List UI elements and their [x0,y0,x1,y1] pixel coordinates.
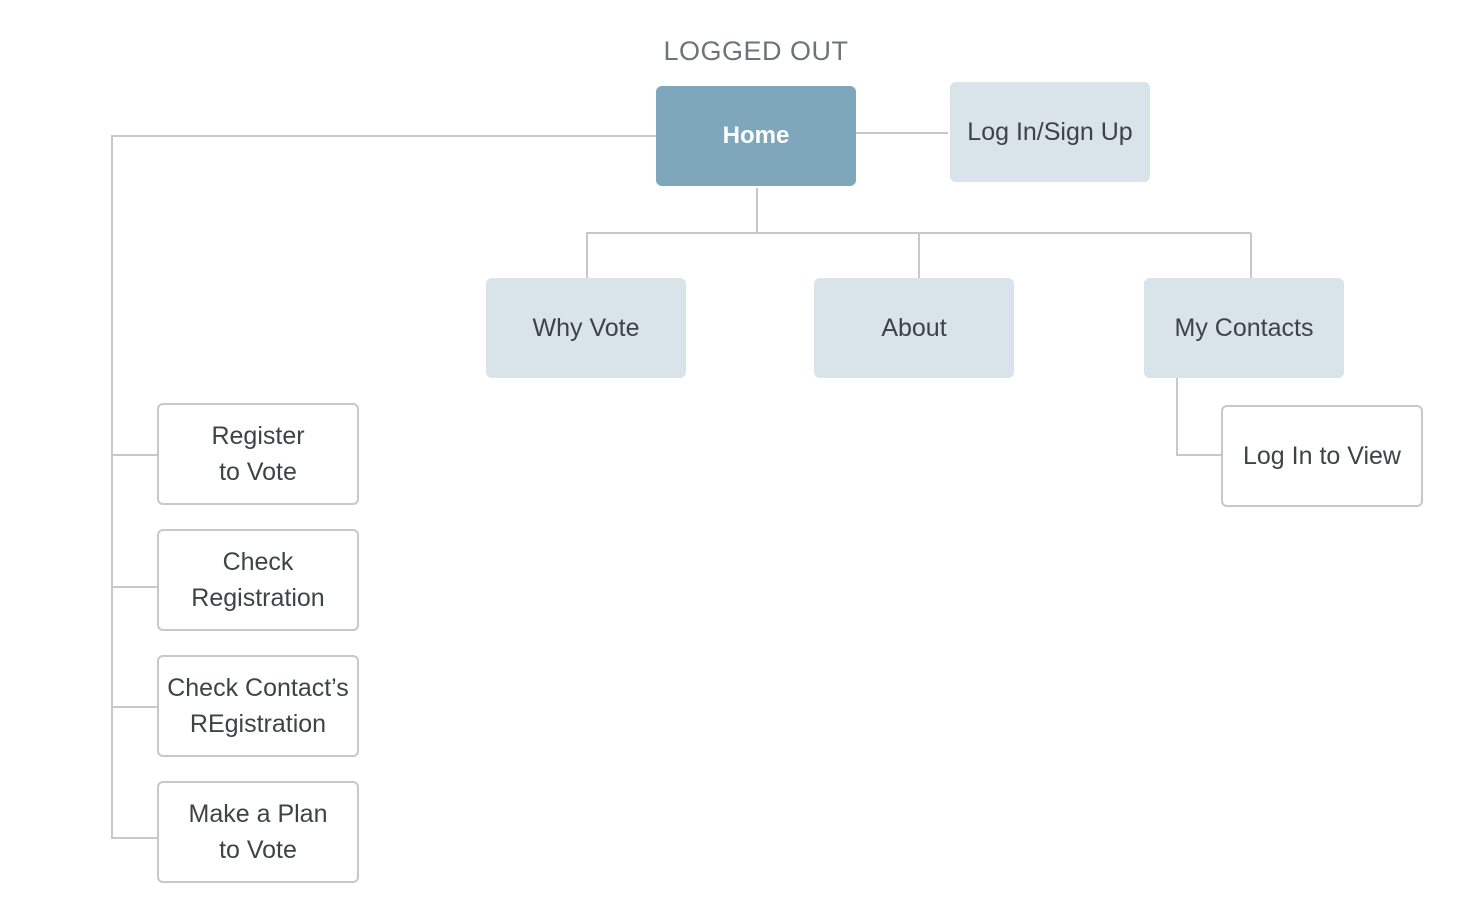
check-registration-node-label: Check Registration [191,548,325,612]
check-contacts-registration-node-label: Check Contact’s REgistration [167,674,349,738]
home-node-label: Home [722,122,790,149]
check-registration-node[interactable]: Check Registration [157,529,359,631]
log-in-to-view-node-label: Log In to View [1243,442,1401,470]
make-a-plan-node-label: Make a Plan to Vote [188,800,328,864]
check-contacts-registration-node[interactable]: Check Contact’s REgistration [157,655,359,757]
why-vote-node[interactable]: Why Vote [486,278,686,378]
login-signup-node-label: Log In/Sign Up [967,118,1133,146]
home-node[interactable]: Home [656,86,856,186]
diagram-heading: LOGGED OUT [663,36,849,66]
login-signup-node[interactable]: Log In/Sign Up [950,82,1150,182]
my-contacts-node[interactable]: My Contacts [1144,278,1344,378]
why-vote-node-label: Why Vote [532,314,640,342]
about-node[interactable]: About [814,278,1014,378]
make-a-plan-node[interactable]: Make a Plan to Vote [157,781,359,883]
register-to-vote-node-label: Register to Vote [211,422,305,486]
my-contacts-node-label: My Contacts [1174,314,1314,342]
register-to-vote-node[interactable]: Register to Vote [157,403,359,505]
log-in-to-view-node[interactable]: Log In to View [1221,405,1423,507]
about-node-label: About [881,314,947,342]
